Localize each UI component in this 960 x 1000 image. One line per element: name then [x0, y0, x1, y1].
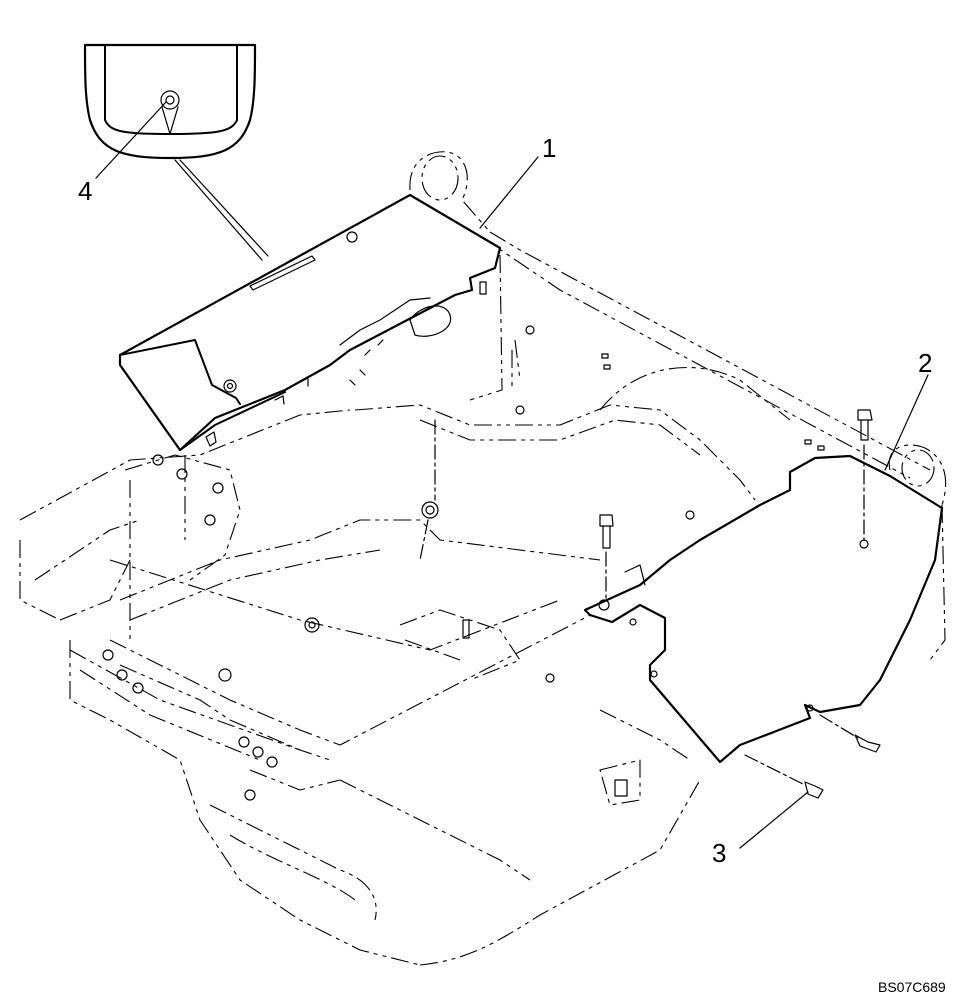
access-plate-2 [583, 454, 944, 764]
bolt-lower-right [819, 714, 881, 753]
inset-latch-4 [83, 43, 269, 261]
bolt-lower [744, 754, 824, 799]
bolts-3 [599, 409, 881, 799]
callout-2: 2 [918, 348, 932, 378]
callout-4: 4 [78, 176, 92, 206]
frame-fasteners [102, 325, 825, 801]
machine-frame-phantom [19, 151, 947, 966]
callout-1: 1 [542, 133, 556, 163]
callout-3: 3 [712, 838, 726, 868]
drawing-code: BS07C689 [878, 979, 946, 995]
leader-lines [95, 101, 929, 849]
access-plate-1 [118, 193, 502, 452]
bolt-top-left [599, 514, 614, 601]
bolt-top-right [857, 409, 873, 541]
